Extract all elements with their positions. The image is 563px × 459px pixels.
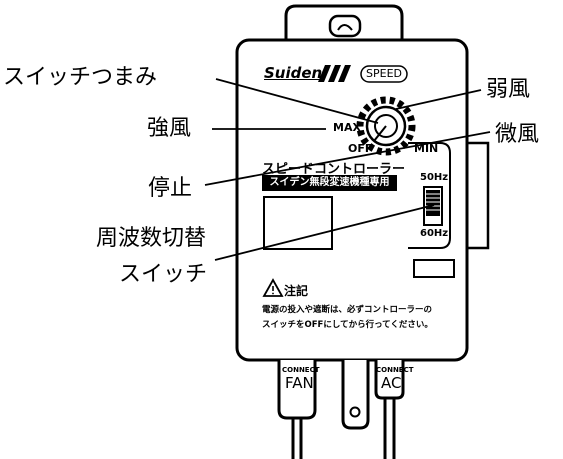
- callout-strong-wind: 強風: [147, 116, 192, 141]
- hz50-label: 50Hz: [420, 172, 449, 183]
- callout-frequency-line2: スイッチ: [119, 262, 208, 287]
- callout-switch-knob: スイッチつまみ: [3, 65, 158, 90]
- product-subtitle: スイデン無段変速機種専用: [262, 175, 397, 191]
- leader-weak: [395, 89, 482, 110]
- brand-logo: Suiden: [264, 64, 323, 82]
- brand-slashes: [318, 65, 351, 82]
- off-label: OFF: [348, 142, 373, 155]
- leader-knob: [215, 78, 379, 124]
- fan-cable: [277, 360, 317, 459]
- callout-stop: 停止: [148, 176, 193, 201]
- caution-triangle-icon: [262, 278, 284, 297]
- ac-cable: [374, 360, 405, 459]
- speed-pill: [360, 65, 408, 83]
- leader-freq: [214, 204, 435, 261]
- hz60-label: 60Hz: [420, 228, 449, 239]
- caution-line1: 電源の投入や遮断は、必ずコントローラーの: [262, 305, 433, 315]
- fan-connect-label: CONNECT: [282, 366, 320, 374]
- max-label: MAX: [333, 121, 361, 134]
- caution-title: 注記: [284, 284, 309, 298]
- hanging-bracket: [284, 4, 404, 42]
- side-panel: [467, 141, 490, 250]
- mount-tab: [341, 360, 370, 430]
- display-window: [263, 196, 333, 250]
- speed-label: SPEED: [366, 67, 402, 80]
- callout-slight-wind: 微風: [495, 122, 540, 147]
- ac-label: AC: [381, 374, 402, 392]
- min-label: MIN: [414, 142, 439, 155]
- callout-lines: [204, 78, 491, 261]
- callout-frequency-line1: 周波数切替: [96, 226, 207, 251]
- indicator-window: [413, 259, 455, 278]
- hook-slot: [328, 14, 362, 38]
- ac-connect-label: CONNECT: [376, 366, 414, 374]
- leader-stop: [204, 131, 491, 186]
- callout-weak-wind: 弱風: [486, 77, 531, 102]
- caution-line2: スイッチをOFFにしてから行ってください。: [262, 320, 433, 330]
- fan-label: FAN: [285, 374, 314, 392]
- product-title: スピードコントローラー: [262, 162, 406, 177]
